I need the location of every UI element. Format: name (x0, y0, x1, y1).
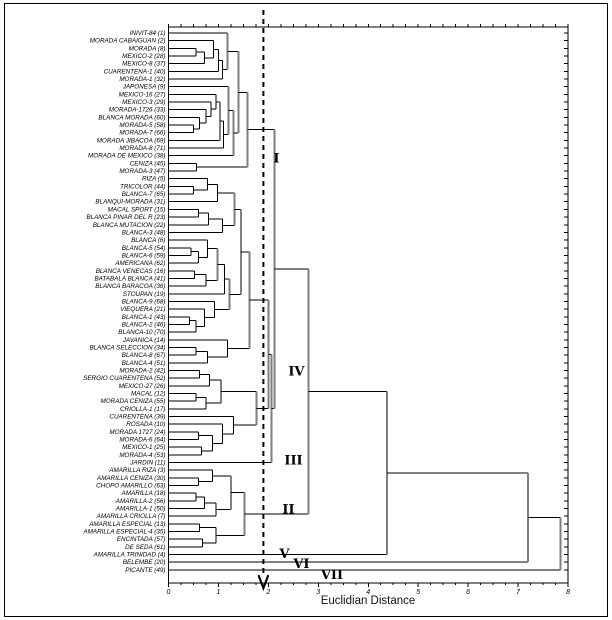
leaf-label: BLANCA (6) (131, 237, 165, 244)
leaf-label: BLANCA MUTACION (22) (93, 222, 166, 229)
leaf-label: JARDIN (11) (129, 460, 165, 467)
cut-line-arrow-icon (257, 574, 270, 592)
leaf-label: BLANCA-6 (59) (122, 252, 166, 259)
x-tick-label: 1 (216, 589, 220, 596)
cluster-numeral-V: V (278, 547, 290, 562)
cluster-numeral-II: II (282, 503, 294, 518)
leaf-label: JAPONESA (9) (122, 84, 166, 91)
leaf-label: MORADA-2 (42) (119, 367, 165, 374)
leaf-label: MORADA-1 (32) (119, 76, 165, 83)
leaf-label: DE SEDA (61) (125, 544, 165, 551)
leaf-label: RIZA (5) (142, 176, 166, 183)
x-tick-label: 2 (265, 589, 270, 596)
leaf-label: AMARILLA ESPECIAL-4 (35) (82, 529, 165, 536)
cluster-numeral-VI: VI (292, 557, 309, 572)
x-tick-label: 7 (516, 589, 521, 596)
leaf-label: AMARILLA TRINIDAD (4) (93, 552, 166, 559)
leaf-label: MEXICO-2 (28) (122, 53, 165, 60)
leaf-label: BLANCA-1 (43) (122, 314, 166, 321)
leaf-label: MACAL (12) (131, 390, 166, 397)
leaf-label: BLANCA-10 (70) (118, 329, 165, 336)
leaf-label: MORADA-6 (64) (119, 437, 165, 444)
leaf-label: MORADA JIBACOA (69) (97, 137, 166, 144)
leaf-label: PICANTE (49) (125, 567, 165, 574)
cluster-numeral-IV: IV (288, 365, 305, 380)
leaf-label: MORADA-3 (47) (119, 168, 165, 175)
leaf-label: MORADA CENIZA (55) (101, 398, 166, 405)
leaf-label: MORADA 1727 (24) (109, 429, 165, 436)
leaf-label: BLANCA-7 (65) (122, 191, 166, 198)
leaf-label: INIVIT-84 (1) (130, 30, 166, 37)
leaf-label: CENIZA (45) (130, 160, 166, 167)
x-tick-label: 3 (316, 589, 320, 596)
leaf-label: MORADA DE MEXICO (38) (88, 153, 165, 160)
x-tick-label: 8 (566, 589, 570, 596)
leaf-label: BLANCA BARACOA (36) (95, 283, 165, 290)
leaf-label: BLANCA VENECAS (16) (96, 268, 166, 275)
leaf-label: MEXICO-27 (26) (119, 383, 166, 390)
leaf-label: BLANCA-2 (46) (122, 321, 166, 328)
cluster-numeral-III: III (284, 453, 302, 468)
leaf-label: STOUPAN (19) (123, 291, 166, 298)
leaf-label: CUARENTENA (39) (109, 414, 165, 421)
leaf-label: CHOPO AMARILLO (63) (96, 483, 165, 490)
leaf-label: AMARILLA ESPECIAL (13) (88, 521, 165, 528)
leaf-label: BLANCA PINAR DEL R (23) (86, 214, 165, 221)
cluster-numeral-VII: VII (320, 568, 343, 583)
leaf-label: MEXICO-8 (37) (122, 61, 165, 68)
leaf-label: MEXICO-3 (29) (122, 99, 165, 106)
leaf-label: MORADA-5 (58) (119, 122, 165, 129)
leaf-label: BLANCA-9 (68) (122, 298, 166, 305)
leaf-label: VIEQUERA (21) (120, 306, 165, 313)
x-tick-label: 4 (366, 589, 370, 596)
leaf-label: AMARILLA-1 (50) (115, 506, 166, 513)
x-tick-label: 6 (466, 589, 470, 596)
leaf-label: MORADA (8) (129, 45, 166, 52)
leaf-label: BLANCA MORADA (60) (98, 114, 165, 121)
leaf-label: CRIOLLA-1 (17) (120, 406, 166, 413)
leaf-label: BLANCA-3 (48) (122, 229, 166, 236)
leaf-label: BELEMBE (20) (123, 559, 166, 566)
leaf-label: SERGIO CUARENTENA (52) (83, 375, 165, 382)
leaf-label: BLANCA-4 (51) (122, 360, 166, 367)
leaf-label: ROSADA (10) (126, 421, 165, 428)
image-border (4, 3, 608, 617)
leaf-label: JAVANICA (14) (122, 337, 166, 344)
leaf-label: AMERICANA (62) (114, 260, 165, 267)
leaf-label: MORADA-7 (66) (119, 130, 165, 137)
leaf-label: BLANCA SELECCION (34) (89, 344, 165, 351)
leaf-label: TRICOLOR (44) (120, 183, 165, 190)
leaf-label: BATABALA BLANCA (41) (94, 275, 165, 282)
leaf-label: MACAL SPORT (15) (108, 206, 166, 213)
leaf-label: CUARENTENA-1 (40) (104, 68, 166, 75)
leaf-label: AMARILLA CRIOLLA (7) (96, 513, 166, 520)
leaf-label: AMARILLA RIZA (3) (108, 467, 165, 474)
leaf-label: AMARILLA (18) (121, 490, 166, 497)
x-tick-label: 5 (416, 589, 420, 596)
cluster-numeral-I: I (273, 151, 279, 166)
leaf-label: ENCINTADA (57) (117, 536, 166, 543)
leaf-label: MORADA CABAIGUAN (2) (90, 38, 166, 45)
x-axis-title: Euclidian Distance (320, 595, 416, 607)
x-tick-label: 0 (167, 589, 171, 596)
leaf-label: BLANCA-8 (67) (122, 352, 166, 359)
leaf-label: AMARILLA CENIZA (30) (96, 475, 165, 482)
leaf-label: MORADA-1726 (33) (109, 107, 166, 114)
leaf-label: BLANQUI-MORADA (31) (95, 199, 165, 206)
leaf-label: MEXICO-1 (25) (122, 444, 165, 451)
leaf-label: MORADA-4 (53) (119, 452, 165, 459)
leaf-label: MEXICO-16 (27) (119, 91, 166, 98)
leaf-label: BLANCA-5 (54) (122, 245, 166, 252)
leaf-label: MORADA-8 (71) (119, 145, 165, 152)
leaf-label: AMARILLA-2 (56) (115, 498, 166, 505)
